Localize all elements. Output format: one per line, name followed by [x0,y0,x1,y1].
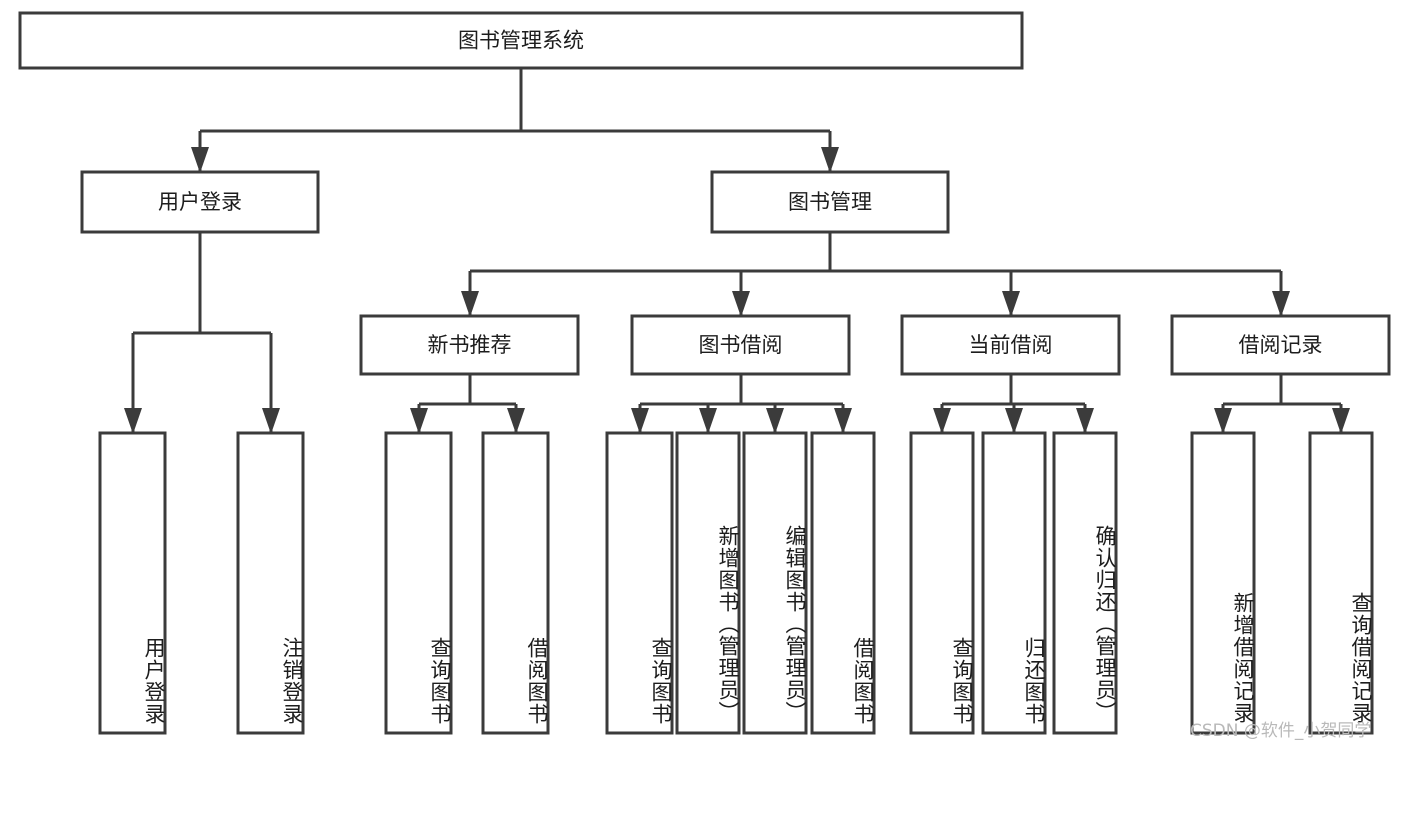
node-box-current[interactable] [900,314,1121,376]
arrow-head-icon [1214,408,1232,434]
csdn-watermark: CSDN @软件_小贺同学 [1190,721,1372,741]
arrow-head-icon [732,291,750,317]
arrow-head-icon [933,408,951,434]
node-box-newbook[interactable] [359,314,580,376]
arrow-head-icon [461,291,479,317]
node-box-l-querybook3[interactable] [909,431,975,735]
node-box-l-returnbook[interactable] [981,431,1047,735]
node-label-root: 图书管理系统 [458,29,584,53]
diagram-canvas-container: 图书管理系统用户登录图书管理新书推荐图书借阅当前借阅借阅记录 用户登录注销登录查… [18,11,1391,741]
node-box-l-logout[interactable] [236,431,305,735]
connectors-layer [124,68,1350,434]
node-label-current: 当前借阅 [969,333,1053,357]
node-label-borrow: 图书借阅 [699,333,783,357]
arrow-head-icon [1076,408,1094,434]
node-box-l-borrowbook1[interactable] [481,431,550,735]
node-box-l-addrecord[interactable] [1190,431,1256,735]
arrow-head-icon [821,147,839,173]
node-box-root[interactable] [18,11,1024,70]
node-box-records[interactable] [1170,314,1391,376]
arrow-head-icon [262,408,280,434]
arrow-head-icon [410,408,428,434]
arrow-head-icon [191,147,209,173]
node-label-newbook: 新书推荐 [428,333,512,357]
node-box-l-queryrecord[interactable] [1308,431,1374,735]
arrow-head-icon [699,408,717,434]
arrow-head-icon [1005,408,1023,434]
arrow-head-icon [1332,408,1350,434]
node-box-borrow[interactable] [630,314,851,376]
node-box-l-confirmreturn[interactable] [1052,431,1118,735]
node-box-login[interactable] [80,170,320,234]
arrow-head-icon [124,408,142,434]
arrow-head-icon [631,408,649,434]
node-box-l-editbook[interactable] [742,431,808,735]
arrow-head-icon [766,408,784,434]
node-box-l-querybook2[interactable] [605,431,674,735]
node-box-l-borrowbook2[interactable] [810,431,876,735]
node-label-records: 借阅记录 [1239,333,1323,357]
arrow-head-icon [507,408,525,434]
node-label-bookmgmt: 图书管理 [788,190,872,214]
node-box-bookmgmt[interactable] [710,170,950,234]
node-box-l-querybook1[interactable] [384,431,453,735]
node-box-l-login[interactable] [98,431,167,735]
arrow-head-icon [834,408,852,434]
arrow-head-icon [1002,291,1020,317]
node-box-l-addbook[interactable] [675,431,741,735]
node-label-login: 用户登录 [158,190,242,214]
node-boxes-layer [18,11,1391,735]
arrow-head-icon [1272,291,1290,317]
